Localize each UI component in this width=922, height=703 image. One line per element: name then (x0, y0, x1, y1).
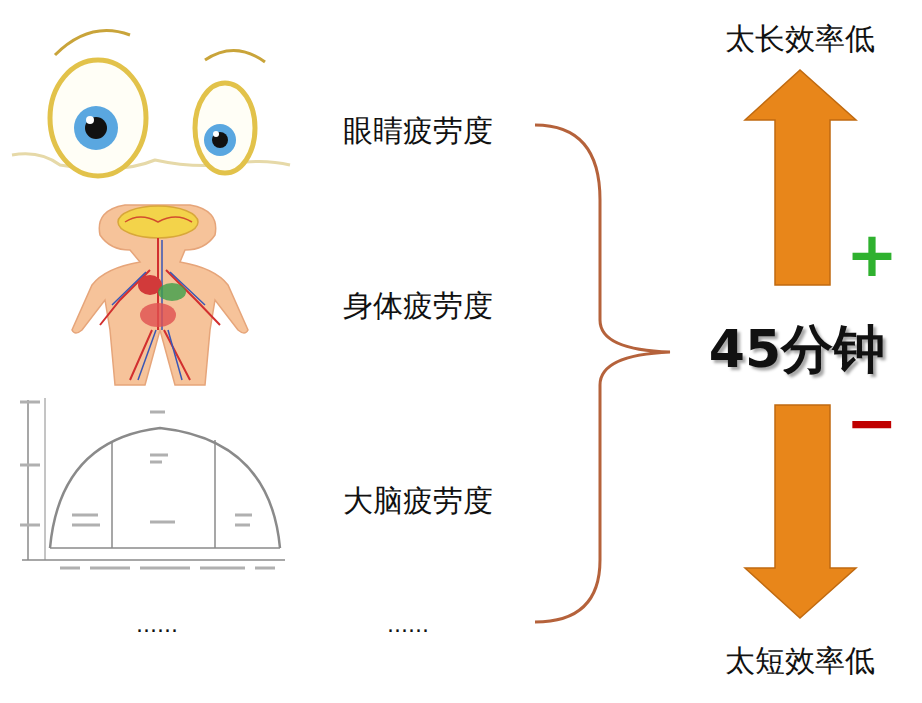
row-label: 身体疲劳度 (343, 289, 493, 322)
row-label: 眼睛疲劳度 (343, 114, 493, 147)
brace (535, 125, 670, 622)
ellipsis-label: ...... (136, 613, 178, 637)
eyes-illustration (12, 31, 290, 177)
plus-sign: + (846, 221, 898, 289)
arrow-label: 太长效率低 (725, 22, 875, 55)
up-arrow (745, 70, 856, 285)
time-label: 45分钟 (709, 321, 885, 378)
row-label: 大脑疲劳度 (343, 484, 493, 517)
body-illustration (72, 205, 248, 385)
minus-sign: − (846, 389, 898, 457)
ellipsis-label: ...... (387, 613, 429, 637)
arrow-label: 太短效率低 (725, 644, 875, 677)
down-arrow (745, 405, 856, 618)
chart-illustration (20, 398, 285, 568)
